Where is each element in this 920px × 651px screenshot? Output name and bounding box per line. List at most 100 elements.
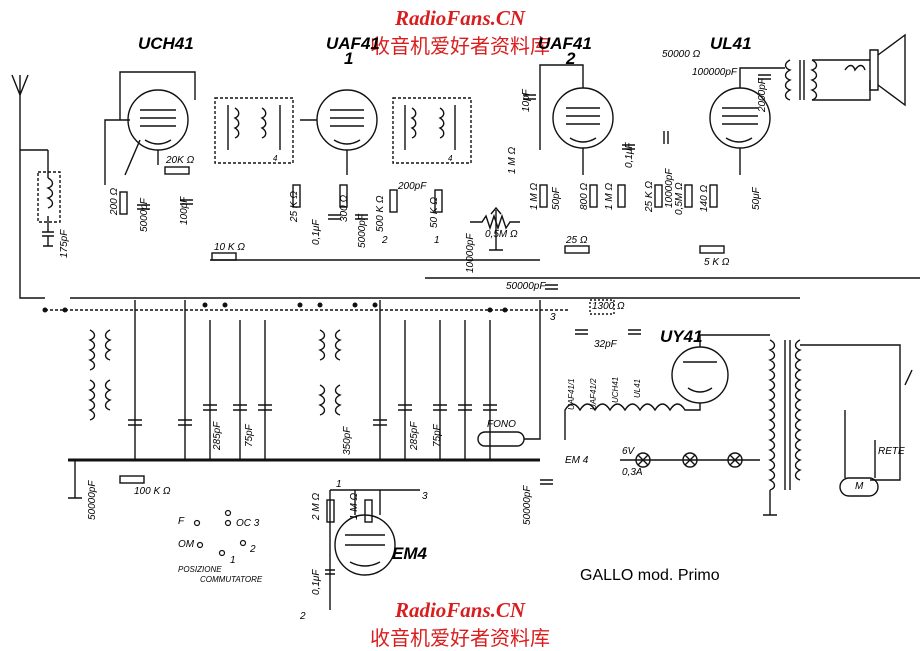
label-c-10pf: 10pF — [521, 89, 532, 112]
label-em4-lamp: EM 4 — [565, 455, 589, 466]
capacitor-marks — [137, 74, 771, 485]
switch-legend-dots — [193, 509, 247, 557]
label-c-285pf-b: 285pF — [409, 421, 420, 450]
label-lamp-volt: 6V — [622, 446, 635, 457]
if-transformer-2 — [392, 97, 472, 164]
label-r-200: 200 Ω — [109, 187, 120, 215]
tube-uaf41-2-body — [539, 64, 614, 175]
label-r-25k-b: 25 K Ω — [644, 181, 655, 212]
label-r-300: 300 Ω — [339, 194, 350, 222]
node-4b: 4 — [448, 154, 453, 163]
switch-caption-2: COMMUTATORE — [200, 575, 263, 584]
tube-ul41-body — [709, 67, 785, 175]
label-c-350pf: 350pF — [342, 426, 353, 455]
model-title: GALLO mod. Primo — [580, 567, 720, 584]
label-c-01uf-b: 0,1μF — [624, 142, 635, 169]
label-c-50000pf-c: 50000pF — [522, 485, 533, 525]
volume-pot — [470, 206, 520, 251]
heater-label-uch41: UCH41 — [611, 376, 620, 403]
speaker-symbol — [844, 33, 906, 107]
label-r-100k: 100 K Ω — [134, 486, 171, 497]
heater-label-uaf41-2: UAF41/2 — [589, 378, 598, 410]
tube-label-uch41: UCH41 — [138, 34, 194, 53]
label-r-500k: 500 K Ω — [375, 195, 386, 232]
if-transformer-1 — [214, 97, 294, 164]
label-c-2000pf: 2000pF — [757, 78, 768, 112]
label-c-75pf-b: 75pF — [432, 424, 443, 447]
antenna-coil — [20, 149, 61, 247]
node-2a: 2 — [382, 235, 388, 246]
heater-label-uaf41-1: UAF41/1 — [567, 378, 576, 410]
label-r-05m-b: 0,5M Ω — [674, 182, 685, 215]
rf-coils — [88, 329, 342, 421]
switch-pos-f: F — [178, 516, 185, 527]
node-1a: 1 — [434, 235, 440, 246]
label-c-50000pf-b: 50000pF — [87, 480, 98, 520]
tube-label-em4: EM4 — [392, 544, 427, 563]
label-r-1m-c: 1 M Ω — [604, 182, 615, 210]
label-c-01uf-a: 0,1μF — [311, 219, 322, 246]
label-r-20k: 20K Ω — [166, 155, 195, 166]
label-lamp-amp: 0,3A — [622, 467, 643, 478]
label-c-75pf-a: 75pF — [244, 424, 255, 447]
label-c-01uf-c: 0,1μF — [311, 569, 322, 596]
label-r-140: 140 Ω — [699, 184, 710, 212]
label-r-1m-b: 1 M Ω — [529, 182, 540, 210]
label-c-175pf: 175pF — [59, 229, 70, 258]
label-r-25: 25 Ω — [566, 235, 588, 246]
tube-index-uaf41-2: 2 — [566, 49, 576, 68]
label-c-10000pf-a: 10000pF — [465, 233, 476, 273]
label-motor: M — [855, 481, 864, 492]
watermark-chinese: 收音机爱好者资料库 — [370, 34, 550, 58]
switch-contacts — [42, 302, 508, 313]
phono-jack — [477, 300, 541, 447]
switch-pos-1: 1 — [230, 555, 236, 566]
tube-label-uy41: UY41 — [660, 327, 703, 346]
switch-pos-oc3: OC 3 — [236, 518, 260, 529]
label-r-50k: 50 K Ω — [429, 197, 440, 228]
tube-label-uaf41-2: UAF41 — [538, 34, 592, 53]
switch-caption-1: POSIZIONE — [178, 565, 222, 574]
node-2b: 2 — [300, 611, 306, 622]
label-c-32pf: 32pF — [594, 339, 617, 350]
output-transformer — [784, 59, 871, 101]
label-c-285pf-a: 285pF — [212, 421, 223, 450]
label-c-50pf: 50pF — [551, 187, 562, 210]
node-3a: 3 — [550, 312, 556, 323]
mains-transformer — [763, 339, 913, 516]
resistor-marks — [119, 166, 725, 523]
label-r-05m-a: 0,5M Ω — [485, 229, 518, 240]
label-fono: FONO — [487, 419, 516, 430]
switch-pos-2: 2 — [250, 544, 256, 555]
label-r-50000: 50000 Ω — [662, 49, 701, 60]
node-3b: 3 — [422, 491, 428, 502]
tube-label-uaf41-1: UAF41 — [326, 34, 380, 53]
label-r-5k: 5 K Ω — [704, 257, 730, 268]
label-r-1m-a: 1 M Ω — [507, 146, 518, 174]
label-c-50000pf-a: 50000pF — [506, 281, 546, 292]
label-c-200pf: 200pF — [398, 181, 427, 192]
label-r-2m: 2 M Ω — [311, 492, 322, 520]
node-1b: 1 — [336, 479, 342, 490]
label-r-800: 800 Ω — [579, 182, 590, 210]
label-rete: RETE — [878, 446, 905, 457]
label-r-1m-d: 1 M Ω — [349, 492, 360, 520]
tube-index-uaf41-1: 1 — [344, 49, 354, 68]
label-r-10k: 10 K Ω — [214, 242, 245, 253]
heater-label-ul41: UL41 — [633, 378, 642, 398]
motor-symbol — [839, 410, 879, 497]
antenna-symbol — [11, 74, 45, 299]
label-r-25k-a: 25 K Ω — [289, 191, 300, 222]
tube-uaf41-1-body — [300, 89, 378, 175]
watermark-site-bottom: RadioFans.CN — [394, 598, 526, 622]
label-c-5000pf-a: 5000pF — [139, 198, 150, 232]
heater-chain — [564, 403, 760, 468]
switch-pos-om: OM — [178, 539, 195, 550]
label-c-5000pf-b: 5000pF — [357, 214, 368, 248]
label-c-100000pf: 100000pF — [692, 67, 738, 78]
watermark-chinese-bottom: 收音机爱好者资料库 — [370, 626, 550, 650]
trimmer-capacitors — [128, 300, 497, 460]
label-c-50uf: 50μF — [751, 187, 762, 210]
